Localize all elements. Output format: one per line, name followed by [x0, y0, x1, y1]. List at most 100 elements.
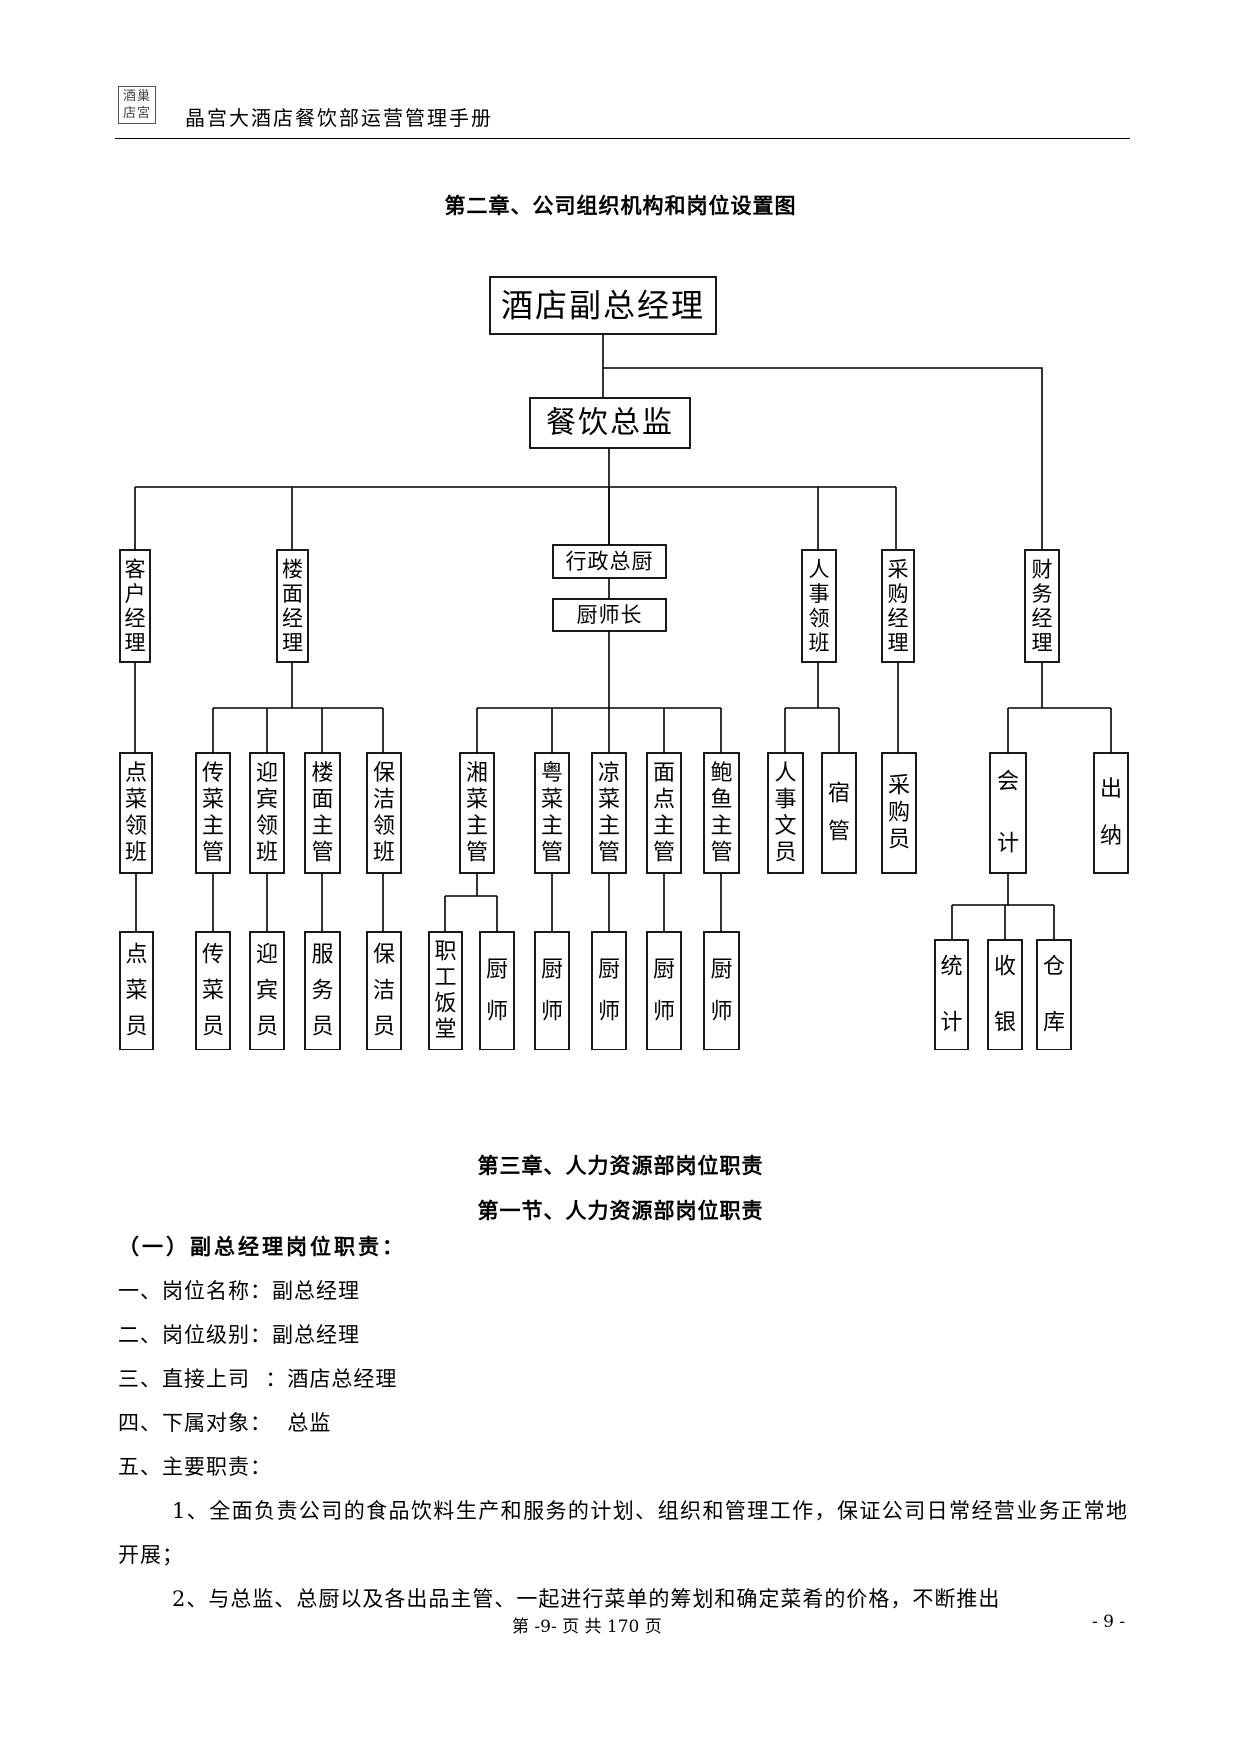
node-label: 人事领班	[809, 557, 830, 655]
node-label: 餐饮总监	[546, 406, 674, 441]
node-label: 迎宾领班	[256, 761, 278, 866]
job-subtitle: （一）副总经理岗位职责：	[118, 1234, 406, 1259]
org-node-hr-leader: 人事领班	[801, 549, 837, 663]
job-line-superior: 三、直接上司 ：酒店总经理	[118, 1367, 398, 1391]
node-label: 粤菜主管	[541, 761, 563, 866]
node-box	[591, 752, 627, 874]
node-box	[552, 598, 667, 632]
org-node-cold-sup: 凉菜主管	[591, 752, 627, 874]
org-node-customer-mgr: 客户经理	[119, 549, 151, 663]
node-label: 厨师长	[577, 603, 643, 627]
hotel-logo: 酒巢 店宮	[118, 86, 156, 124]
node-label: 保洁领班	[373, 761, 395, 866]
node-label: 财务经理	[1032, 557, 1053, 655]
node-label: 会计	[997, 770, 1019, 857]
job-line-subordinate: 四、下属对象： 总监	[118, 1411, 332, 1435]
org-node-chef-2: 厨师	[534, 931, 570, 1050]
org-node-head-chef: 厨师长	[552, 598, 667, 632]
page-number: - 9 -	[1092, 1612, 1126, 1632]
node-label: 职工饭堂	[434, 940, 456, 1043]
node-label: 迎宾员	[256, 943, 278, 1040]
node-box	[366, 752, 402, 874]
job-line-name: 一、岗位名称：副总经理	[118, 1279, 360, 1303]
org-node-xiang-sup: 湘菜主管	[459, 752, 495, 874]
node-box	[304, 931, 341, 1050]
org-node-director: 餐饮总监	[529, 397, 691, 449]
node-label: 湘菜主管	[466, 761, 488, 866]
node-label: 厨师	[653, 958, 675, 1025]
node-box	[249, 752, 285, 874]
org-node-warehouse: 仓库	[1036, 939, 1072, 1050]
org-node-dorm: 宿管	[821, 752, 857, 874]
node-box	[304, 752, 341, 874]
node-box	[195, 752, 231, 874]
node-label: 酒店副总经理	[501, 287, 705, 325]
org-node-gm: 酒店副总经理	[489, 276, 717, 335]
node-box	[366, 931, 402, 1050]
node-box	[195, 931, 231, 1050]
node-box	[987, 939, 1023, 1050]
connector-line	[603, 367, 1043, 550]
node-box	[703, 931, 740, 1050]
org-node-purchase-mgr: 采购经理	[881, 549, 915, 663]
node-label: 宿管	[828, 782, 850, 845]
job-line-level: 二、岗位级别：副总经理	[118, 1323, 360, 1347]
node-box	[801, 549, 837, 663]
logo-line-2: 店宮	[122, 106, 151, 121]
org-node-buyer: 采购员	[881, 752, 917, 874]
node-box	[821, 752, 857, 874]
node-label: 厨师	[710, 958, 732, 1025]
org-node-pastry-sup: 面点主管	[646, 752, 682, 874]
node-box	[119, 752, 153, 874]
org-node-chef-4: 厨师	[646, 931, 682, 1050]
duty-item-2: 2、与总监、总厨以及各出品主管、一起进行菜单的筹划和确定菜肴的价格，不断推出	[172, 1587, 1001, 1611]
node-label: 人事文员	[774, 761, 796, 866]
job-description: （一）副总经理岗位职责： 一、岗位名称：副总经理 二、岗位级别：副总经理 三、直…	[118, 1225, 1128, 1621]
node-box	[1024, 549, 1060, 663]
node-box	[529, 397, 691, 449]
org-node-greet-leader: 迎宾领班	[249, 752, 285, 874]
node-label: 传菜员	[202, 943, 224, 1040]
node-box	[489, 276, 717, 335]
node-label: 仓库	[1043, 955, 1065, 1036]
org-node-floor-mgr: 楼面经理	[276, 549, 309, 663]
page-header: 酒巢 店宮 晶宫大酒店餐饮部运营管理手册	[115, 84, 1130, 139]
node-label: 行政总厨	[566, 550, 654, 574]
org-node-greeter: 迎宾员	[249, 931, 285, 1050]
org-node-chef-3: 厨师	[591, 931, 627, 1050]
node-box	[767, 752, 804, 874]
node-label: 厨师	[486, 958, 508, 1025]
node-box	[989, 752, 1027, 874]
node-label: 采购员	[888, 774, 910, 853]
node-box	[459, 752, 495, 874]
org-node-hr-clerk: 人事文员	[767, 752, 804, 874]
node-box	[534, 931, 570, 1050]
node-label: 面点主管	[653, 761, 675, 866]
node-label: 服务员	[311, 943, 333, 1040]
node-box	[119, 549, 151, 663]
node-label: 收银	[994, 955, 1016, 1036]
org-node-chef-5: 厨师	[703, 931, 740, 1050]
org-node-cleaner: 保洁员	[366, 931, 402, 1050]
node-label: 统计	[940, 955, 962, 1036]
node-box	[881, 752, 917, 874]
org-node-order-leader: 点菜领班	[119, 752, 153, 874]
node-box	[646, 931, 682, 1050]
node-box	[934, 939, 969, 1050]
node-label: 楼面经理	[282, 557, 303, 655]
node-box	[534, 752, 570, 874]
org-node-pass-staff: 传菜员	[195, 931, 231, 1050]
org-node-pass-sup: 传菜主管	[195, 752, 231, 874]
org-node-statistics: 统计	[934, 939, 969, 1050]
manual-title: 晶宫大酒店餐饮部运营管理手册	[185, 106, 493, 130]
node-box	[552, 544, 667, 579]
job-line-duties: 五、主要职责：	[118, 1455, 272, 1479]
node-box	[646, 752, 682, 874]
org-node-finance-mgr: 财务经理	[1024, 549, 1060, 663]
chapter2-title: 第二章、公司组织机构和岗位设置图	[444, 193, 797, 218]
org-node-clean-leader: 保洁领班	[366, 752, 402, 874]
node-box	[591, 931, 627, 1050]
org-node-chef-1: 厨师	[479, 931, 515, 1050]
